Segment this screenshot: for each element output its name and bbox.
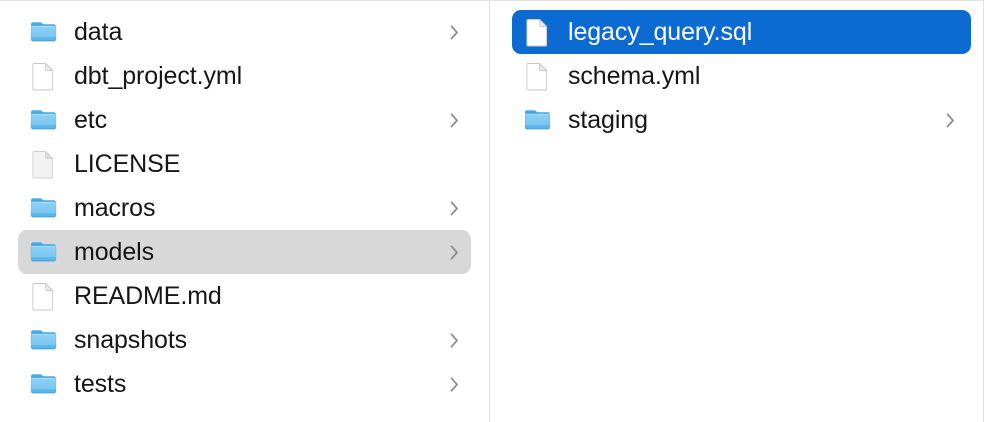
document-icon — [524, 17, 551, 47]
file-row-tests[interactable]: tests — [18, 362, 471, 406]
folder-icon — [30, 17, 57, 47]
chevron-right-icon[interactable] — [447, 330, 461, 350]
chevron-right-icon[interactable] — [447, 374, 461, 394]
chevron-right-icon[interactable] — [447, 22, 461, 42]
file-name-label: macros — [74, 194, 156, 222]
file-row-snapshots[interactable]: snapshots — [18, 318, 471, 362]
file-row-readme-md[interactable]: README.md — [18, 274, 471, 318]
file-row-data[interactable]: data — [18, 10, 471, 54]
file-name-label: tests — [74, 370, 127, 398]
file-name-label: legacy_query.sql — [568, 18, 753, 46]
file-name-label: snapshots — [74, 326, 188, 354]
file-row-etc[interactable]: etc — [18, 98, 471, 142]
file-name-label: dbt_project.yml — [74, 62, 243, 90]
chevron-right-icon[interactable] — [447, 242, 461, 262]
file-row-staging[interactable]: staging — [512, 98, 971, 142]
file-row-macros[interactable]: macros — [18, 186, 471, 230]
folder-icon — [30, 325, 57, 355]
folder-icon — [30, 193, 57, 223]
document-icon — [524, 61, 551, 91]
file-row-schema-yml[interactable]: schema.yml — [512, 54, 971, 98]
file-row-license[interactable]: LICENSE — [18, 142, 471, 186]
finder-column-2[interactable]: legacy_query.sql schema.yml staging — [490, 1, 984, 422]
file-row-legacy-query-sql[interactable]: legacy_query.sql — [512, 10, 971, 54]
folder-icon — [30, 105, 57, 135]
folder-icon — [524, 105, 551, 135]
chevron-right-icon[interactable] — [447, 110, 461, 130]
folder-icon — [30, 369, 57, 399]
document-icon — [30, 61, 57, 91]
document-icon — [30, 281, 57, 311]
chevron-right-icon[interactable] — [447, 198, 461, 218]
file-name-label: models — [74, 238, 154, 266]
file-row-models[interactable]: models — [18, 230, 471, 274]
file-row-dbt-project-yml[interactable]: dbt_project.yml — [18, 54, 471, 98]
file-name-label: schema.yml — [568, 62, 701, 90]
chevron-right-icon[interactable] — [943, 110, 957, 130]
generic-document-icon — [30, 149, 57, 179]
file-name-label: etc — [74, 106, 108, 134]
file-name-label: README.md — [74, 282, 222, 310]
file-name-label: data — [74, 18, 123, 46]
file-name-label: staging — [568, 106, 648, 134]
folder-icon — [30, 237, 57, 267]
file-name-label: LICENSE — [74, 150, 181, 178]
